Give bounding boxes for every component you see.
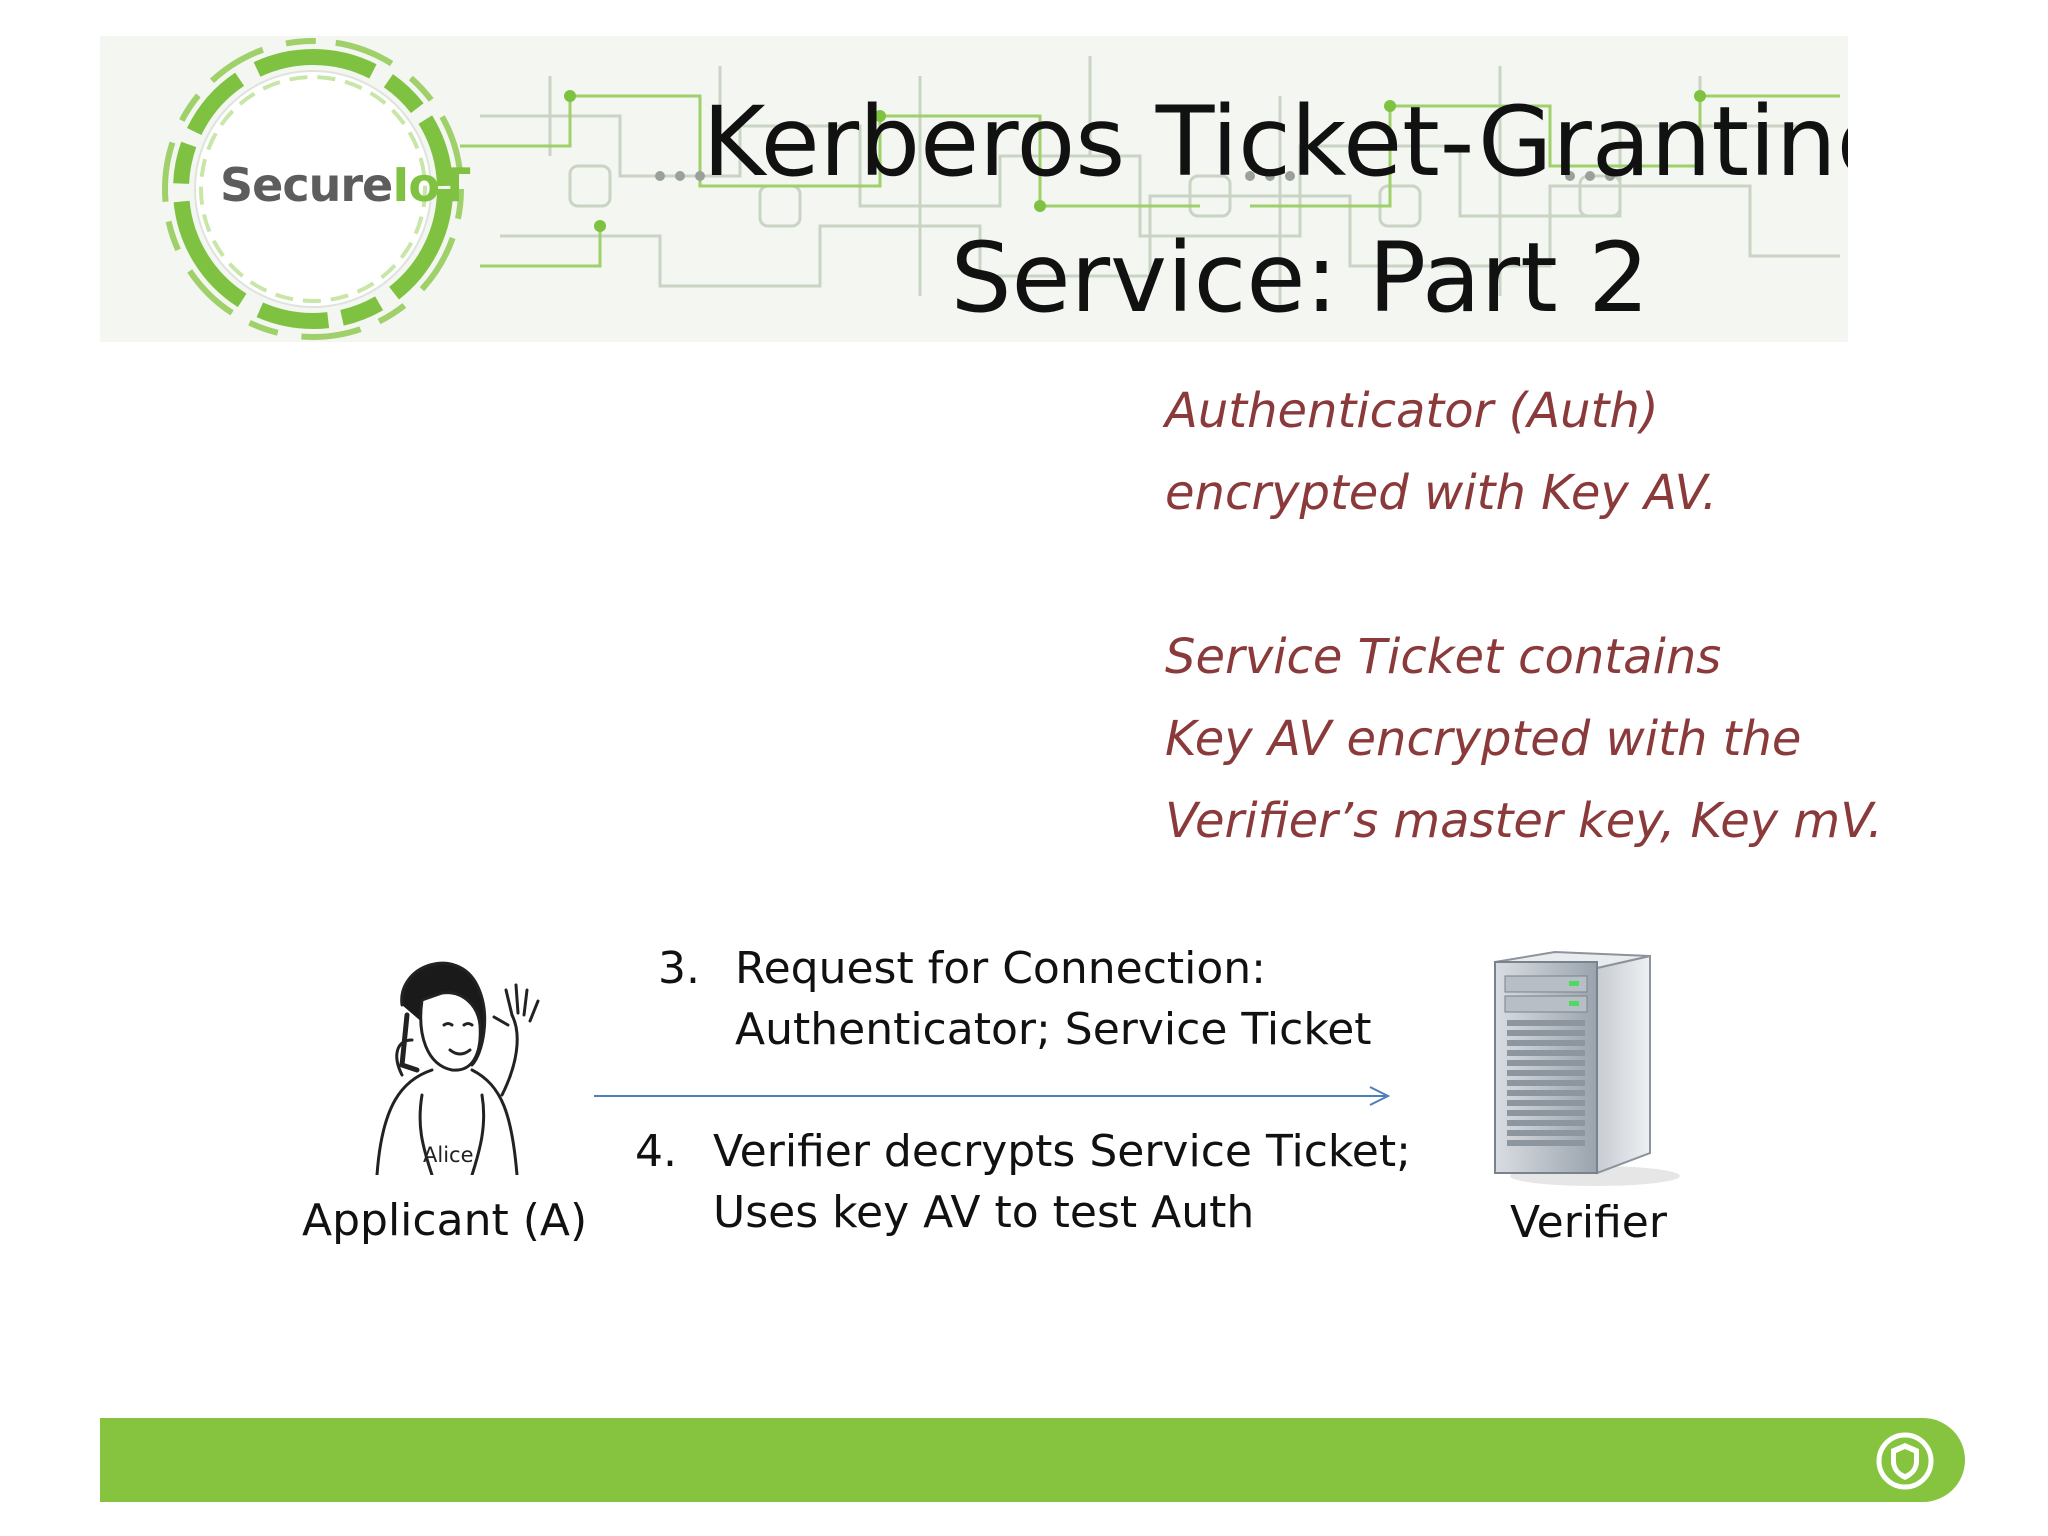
person-icon: [375, 961, 540, 1175]
note-ticket-line-3: Verifier’s master key, Key mV.: [1165, 793, 1883, 849]
page-title: Kerberos Ticket-Granting Service: Part 2: [660, 74, 1848, 342]
request-arrow-icon: [594, 1086, 1391, 1106]
note-auth-line-1: Authenticator (Auth): [1165, 383, 1659, 439]
verifier-label: Verifier: [1510, 1197, 1667, 1248]
footer-bar: [100, 1418, 1965, 1502]
title-line-1: Kerberos Ticket-Granting: [702, 86, 1848, 198]
step-4-line-1: Verifier decrypts Service Ticket;: [713, 1126, 1411, 1177]
alice-caption: Alice: [423, 1143, 474, 1167]
note-ticket-line-1: Service Ticket contains: [1165, 629, 1722, 685]
step-3-text: Request for Connection: Authenticator; S…: [735, 938, 1372, 1060]
shield-icon: [1876, 1432, 1934, 1490]
logo-text: SecureIoT: [220, 158, 470, 212]
circuit-background-icon: [460, 56, 1840, 306]
step-3-number: 3.: [658, 943, 700, 994]
notes: Authenticator (Auth) encrypted with Key …: [1165, 370, 1883, 862]
step-3-line-2: Authenticator; Service Ticket: [735, 1004, 1372, 1055]
title-banner: SecureIoT Kerberos Ticket-Granting Servi…: [100, 36, 1848, 342]
step-3-line-1: Request for Connection:: [735, 943, 1266, 994]
step-4-line-2: Uses key AV to test Auth: [713, 1187, 1255, 1238]
note-gap: [1165, 534, 1865, 616]
applicant-label: Applicant (A): [302, 1195, 588, 1246]
title-line-2: Service: Part 2: [950, 222, 1650, 334]
step-4-text: Verifier decrypts Service Ticket; Uses k…: [713, 1121, 1411, 1243]
step-4-number: 4.: [635, 1126, 677, 1177]
secureiot-logo-icon: [162, 38, 464, 340]
note-auth-line-2: encrypted with Key AV.: [1165, 465, 1718, 521]
note-ticket-line-2: Key AV encrypted with the: [1165, 711, 1802, 767]
server-icon: [1494, 950, 1680, 1186]
